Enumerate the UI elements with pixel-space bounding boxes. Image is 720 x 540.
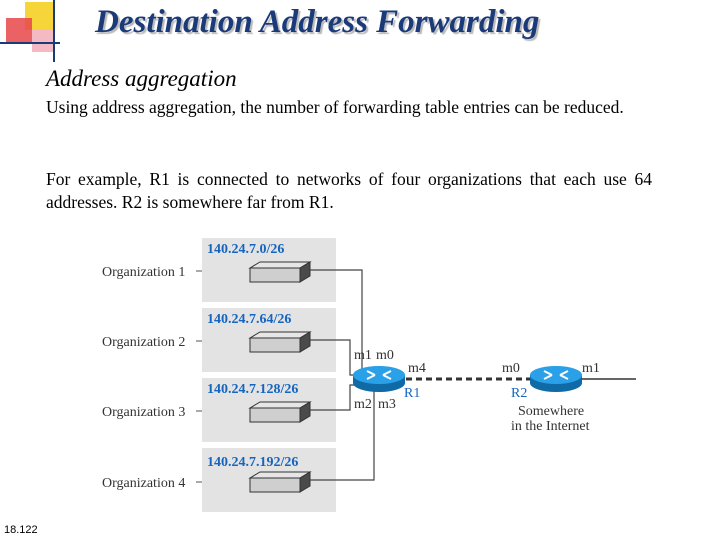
org-4-switch-icon	[248, 471, 312, 493]
org-2-switch-icon	[248, 331, 312, 353]
corner-vertical-line	[53, 0, 55, 62]
org-3-network: 140.24.7.128/26	[207, 382, 298, 397]
r1-port-m2: m2	[354, 397, 372, 412]
org-2-label: Organization 2	[102, 335, 185, 350]
r1-port-m3: m3	[378, 397, 396, 412]
corner-square-pink	[32, 30, 54, 52]
slide-number: 18.122	[4, 524, 38, 536]
r1-port-m1: m1	[354, 348, 372, 363]
link-org1-r1	[310, 269, 363, 372]
corner-horizontal-line	[0, 42, 60, 44]
org-label-ticks	[196, 270, 202, 483]
slide-title: Destination Address Forwarding	[95, 4, 540, 40]
r2-location-line2: in the Internet	[511, 419, 590, 434]
org-4-network: 140.24.7.192/26	[207, 455, 298, 470]
r2-location-line1: Somewhere	[518, 404, 584, 419]
org-panel-3: 140.24.7.128/26 Organization 3	[102, 378, 336, 442]
org-panel-2: 140.24.7.64/26 Organization 2	[102, 308, 336, 372]
paragraph-aggregation: Using address aggregation, the number of…	[46, 97, 624, 117]
org-1-network: 140.24.7.0/26	[207, 242, 284, 257]
org-3-switch-icon	[248, 401, 312, 423]
r1-name: R1	[404, 386, 420, 401]
paragraph-example: For example, R1 is connected to networks…	[46, 169, 652, 212]
org-2-network: 140.24.7.64/26	[207, 312, 291, 327]
link-org4-r1	[310, 390, 375, 481]
corner-decoration	[0, 0, 60, 62]
org-4-label: Organization 4	[102, 476, 185, 491]
org-1-switch-icon	[248, 261, 312, 283]
r1-router-icon	[353, 366, 405, 392]
org-panel-1: 140.24.7.0/26 Organization 1	[102, 238, 336, 302]
r2-router-icon	[530, 366, 582, 392]
r2-port-m0: m0	[502, 361, 520, 376]
r2-port-m1: m1	[582, 361, 600, 376]
org-3-label: Organization 3	[102, 405, 185, 420]
r2-name: R2	[511, 386, 527, 401]
org-1-label: Organization 1	[102, 265, 185, 280]
slide-subtitle: Address aggregation	[46, 66, 237, 91]
corner-square-red	[6, 18, 32, 44]
org-panel-4: 140.24.7.192/26 Organization 4	[102, 448, 336, 512]
r1-port-m0: m0	[376, 348, 394, 363]
r1-port-m4: m4	[408, 361, 426, 376]
